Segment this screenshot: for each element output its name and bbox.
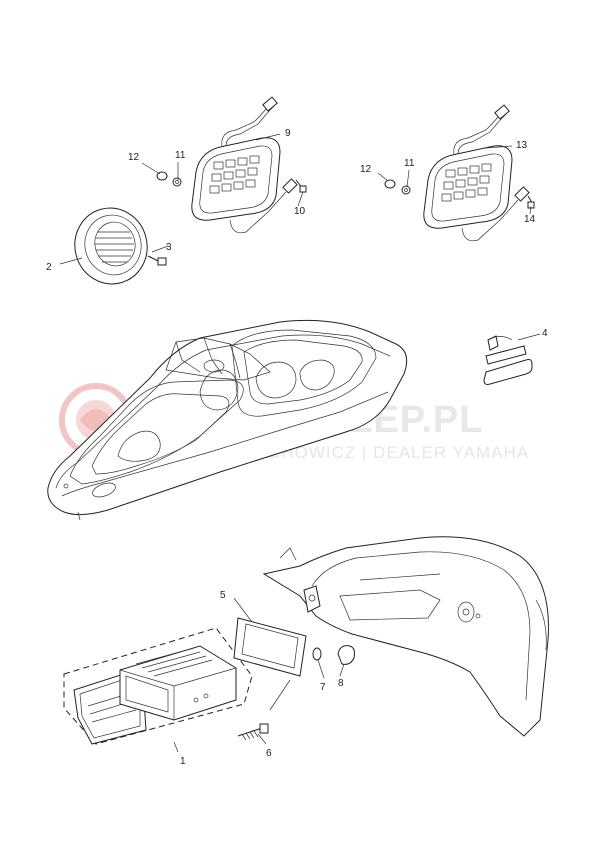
callout-1: 1: [180, 756, 186, 767]
callout-3: 3: [166, 242, 172, 253]
callout-10: 10: [294, 206, 306, 217]
switch-panel-right: [423, 104, 530, 242]
callout-12-left: 12: [128, 152, 140, 163]
screw-6: [237, 723, 269, 741]
callout-11-left: 11: [175, 150, 186, 161]
boat-hull: [47, 319, 408, 521]
washer-11-right: [401, 185, 411, 195]
switch-buttons-right: [441, 163, 492, 202]
callout-numbers: 12 11 9 10 2 3 12 11 13 14 4 5 7 8 1 6: [46, 128, 548, 767]
dash-panel: [262, 536, 549, 737]
speaker-grille: [74, 207, 148, 285]
callout-8: 8: [338, 678, 344, 689]
callout-5: 5: [220, 590, 226, 601]
leader-lines: [59, 133, 541, 753]
callout-6: 6: [266, 748, 272, 759]
courtesy-light: [483, 335, 533, 385]
washer-11-left: [172, 177, 182, 187]
switch-panel-left: [191, 96, 298, 234]
callout-14: 14: [524, 214, 536, 225]
callout-4: 4: [542, 328, 548, 339]
callout-2: 2: [46, 262, 52, 273]
nut-12-right: [384, 179, 396, 189]
callout-13: 13: [516, 140, 528, 151]
stereo-head-unit: [119, 645, 237, 721]
callout-7: 7: [320, 682, 326, 693]
stereo-bezel: [233, 617, 307, 677]
washer-7: [312, 647, 322, 661]
screw-3: [147, 255, 167, 266]
switch-buttons-left: [209, 155, 260, 194]
callout-9: 9: [285, 128, 291, 139]
screw-10: [295, 179, 307, 193]
callout-11-right: 11: [404, 158, 415, 169]
callout-12-right: 12: [360, 164, 372, 175]
knob-8: [337, 645, 355, 665]
